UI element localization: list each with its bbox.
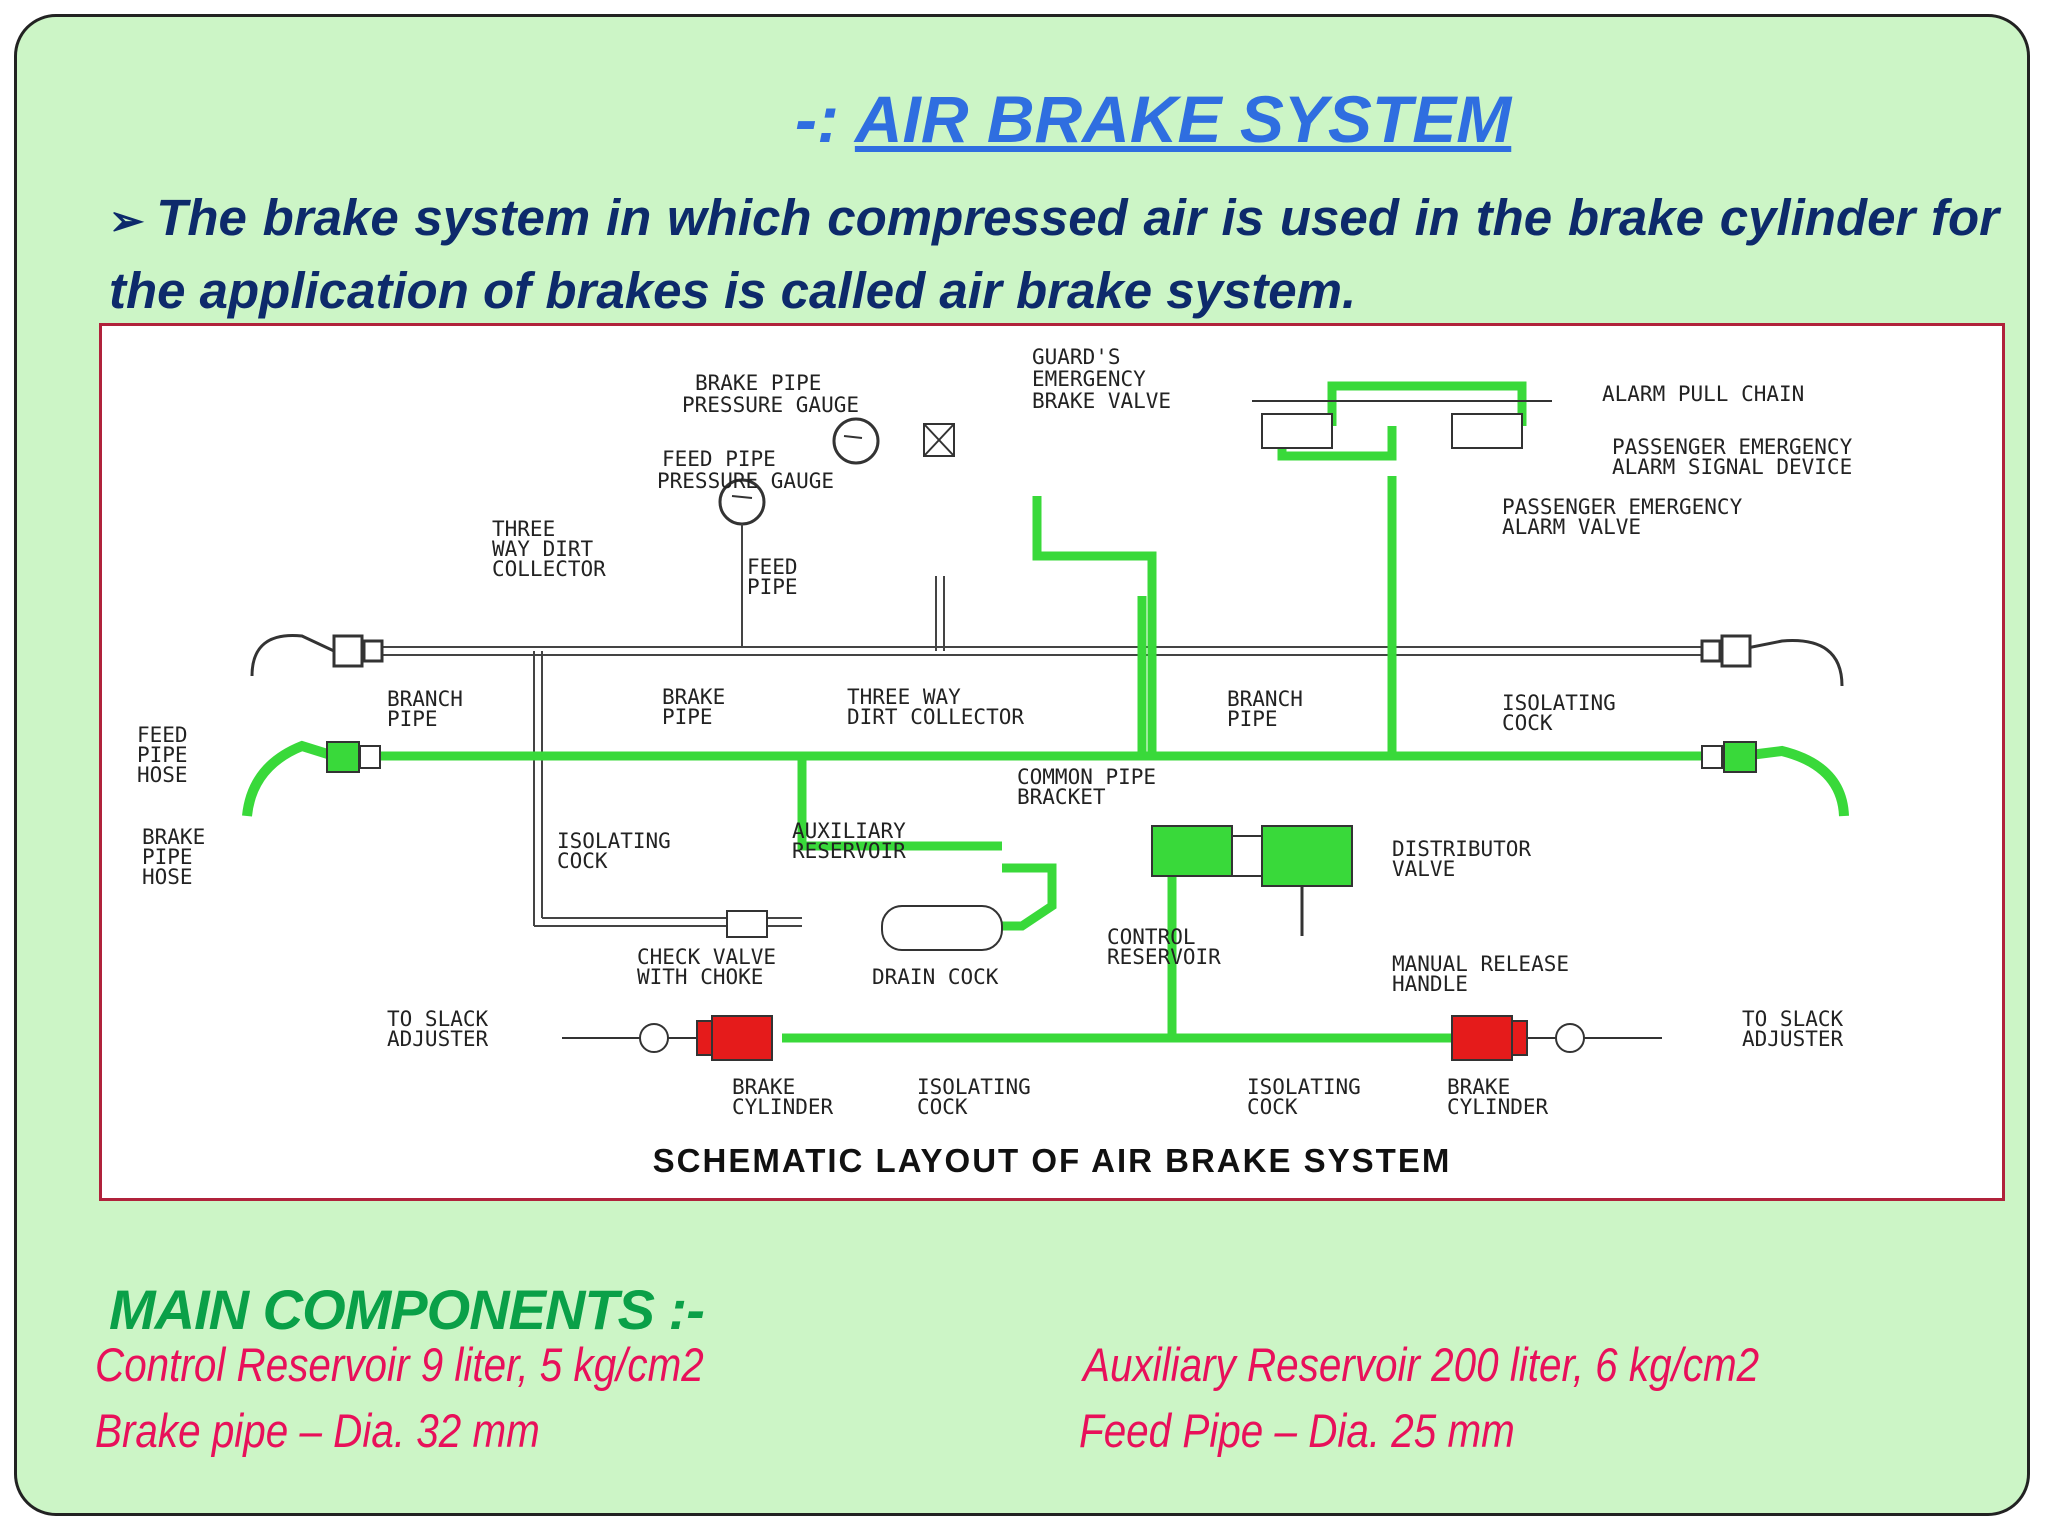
passenger-alarm-device-icon [1252, 400, 1552, 449]
label-iso-r-2: COCK [1502, 711, 1553, 735]
label-isob-r-1: ISOLATING [1247, 1075, 1361, 1099]
label-bpg-2: PRESSURE GAUGE [682, 393, 859, 417]
feed-pipe-hose-right-icon [1700, 634, 1844, 687]
label-iso-l-1: ISOLATING [557, 829, 671, 853]
label-bc-l-1: BRAKE [732, 1075, 795, 1099]
label-drain: DRAIN COCK [872, 965, 999, 989]
brake-pipe-pressure-gauge-icon [832, 417, 880, 465]
brake-cylinder-right-icon [1451, 1015, 1662, 1061]
label-brake-pipe-2: PIPE [662, 705, 713, 729]
label-tsa-l-2: ADJUSTER [387, 1027, 489, 1051]
title-text: AIR BRAKE SYSTEM [854, 82, 1512, 156]
label-aux-2: RESERVOIR [792, 839, 906, 863]
schematic-figure: GUARD'S EMERGENCY BRAKE VALVE BRAKE PIPE… [99, 323, 2005, 1201]
components-heading: MAIN COMPONENTS :- [109, 1278, 705, 1341]
bullet-arrow-icon: ➢ [109, 197, 145, 244]
spec-brake-pipe: Brake pipe – Dia. 32 mm [95, 1404, 540, 1457]
label-aux-1: AUXILIARY [792, 819, 906, 843]
label-cv-2: WITH CHOKE [637, 965, 763, 989]
label-guards-2: EMERGENCY [1032, 367, 1146, 391]
feed-pipe-hose-left-icon [250, 634, 384, 677]
control-reservoir-icon [1151, 825, 1233, 877]
label-tsa-r-2: ADJUSTER [1742, 1027, 1844, 1051]
label-iso-l-2: COCK [557, 849, 608, 873]
label-feed-pipe-2: PIPE [747, 575, 798, 599]
label-bph-2: PIPE [142, 845, 193, 869]
label-fpg-1: FEED PIPE [662, 447, 776, 471]
spec-feed-pipe: Feed Pipe – Dia. 25 mm [1079, 1404, 1515, 1457]
label-fph-3: HOSE [137, 763, 188, 787]
label-tdc2-1: THREE WAY [847, 685, 961, 709]
label-isob-r-2: COCK [1247, 1095, 1298, 1119]
label-branch-r-2: PIPE [1227, 707, 1278, 731]
schematic-diagram: GUARD'S EMERGENCY BRAKE VALVE BRAKE PIPE… [137, 345, 1853, 1119]
label-isob-l-2: COCK [917, 1095, 968, 1119]
label-guards-3: BRAKE VALVE [1032, 389, 1171, 413]
spec-auxiliary-reservoir: Auxiliary Reservoir 200 liter, 6 kg/cm2 [1083, 1338, 1760, 1391]
label-bc-r-2: CYLINDER [1447, 1095, 1549, 1119]
label-cr-1: CONTROL [1107, 925, 1196, 949]
diagram-labels: GUARD'S EMERGENCY BRAKE VALVE BRAKE PIPE… [137, 345, 1853, 1119]
label-fph-1: FEED [137, 723, 188, 747]
intro-paragraph: ➢The brake system in which compressed ai… [109, 183, 1999, 326]
label-bph-3: HOSE [142, 865, 193, 889]
brake-pipe-hose-right-icon [1701, 741, 1849, 817]
label-branch-l-1: BRANCH [387, 687, 463, 711]
title-prefix: -: [795, 82, 855, 156]
guards-emergency-brake-valve-icon [923, 423, 955, 457]
feed-pipe-pressure-gauge-icon [718, 478, 766, 647]
label-paad-1: PASSENGER EMERGENCY [1612, 435, 1853, 459]
label-cpb-1: COMMON PIPE [1017, 765, 1156, 789]
check-valve-icon [726, 910, 768, 938]
label-paav-2: ALARM VALVE [1502, 515, 1641, 539]
label-cv-1: CHECK VALVE [637, 945, 776, 969]
label-fpg-2: PRESSURE GAUGE [657, 469, 834, 493]
label-branch-r-1: BRANCH [1227, 687, 1303, 711]
label-tsa-r-1: TO SLACK [1742, 1007, 1844, 1031]
slide-title: -: AIR BRAKE SYSTEM [795, 81, 1511, 157]
label-feed-pipe-1: FEED [747, 555, 798, 579]
spec-control-reservoir: Control Reservoir 9 liter, 5 kg/cm2 [95, 1338, 704, 1391]
brake-pipe-hose-left-icon [242, 740, 381, 817]
feed-pipe-line [342, 576, 1702, 927]
slide: -: AIR BRAKE SYSTEM ➢The brake system in… [14, 14, 2030, 1516]
label-mrh-1: MANUAL RELEASE [1392, 952, 1569, 976]
label-bc-r-1: BRAKE [1447, 1075, 1510, 1099]
label-dv-1: DISTRIBUTOR [1392, 837, 1531, 861]
label-tsa-l-1: TO SLACK [387, 1007, 489, 1031]
intro-text: The brake system in which compressed air… [109, 189, 1999, 319]
label-bc-l-2: CYLINDER [732, 1095, 834, 1119]
auxiliary-reservoir-icon [881, 905, 1003, 951]
label-cr-2: RESERVOIR [1107, 945, 1221, 969]
distributor-valve-icon [1231, 825, 1353, 936]
label-guards-1: GUARD'S [1032, 345, 1121, 369]
label-cpb-2: BRACKET [1017, 785, 1106, 809]
label-mrh-2: HANDLE [1392, 972, 1468, 996]
label-brake-pipe-1: BRAKE [662, 685, 725, 709]
label-dv-2: VALVE [1392, 857, 1455, 881]
label-tdc-2: WAY DIRT [492, 537, 594, 561]
label-fph-2: PIPE [137, 743, 188, 767]
label-branch-l-2: PIPE [387, 707, 438, 731]
label-alarm-chain: ALARM PULL CHAIN [1602, 382, 1804, 406]
label-paav-1: PASSENGER EMERGENCY [1502, 495, 1743, 519]
label-paad-2: ALARM SIGNAL DEVICE [1612, 455, 1852, 479]
label-iso-r-1: ISOLATING [1502, 691, 1616, 715]
label-tdc2-2: DIRT COLLECTOR [847, 705, 1024, 729]
label-tdc-1: THREE [492, 517, 555, 541]
label-bph-1: BRAKE [142, 825, 205, 849]
diagram-caption: SCHEMATIC LAYOUT OF AIR BRAKE SYSTEM [652, 1142, 1452, 1179]
brake-pipe-line [342, 381, 1702, 1043]
label-isob-l-1: ISOLATING [917, 1075, 1031, 1099]
label-tdc-3: COLLECTOR [492, 557, 606, 581]
label-bpg-1: BRAKE PIPE [695, 371, 821, 395]
brake-cylinder-left-icon [562, 1015, 773, 1061]
